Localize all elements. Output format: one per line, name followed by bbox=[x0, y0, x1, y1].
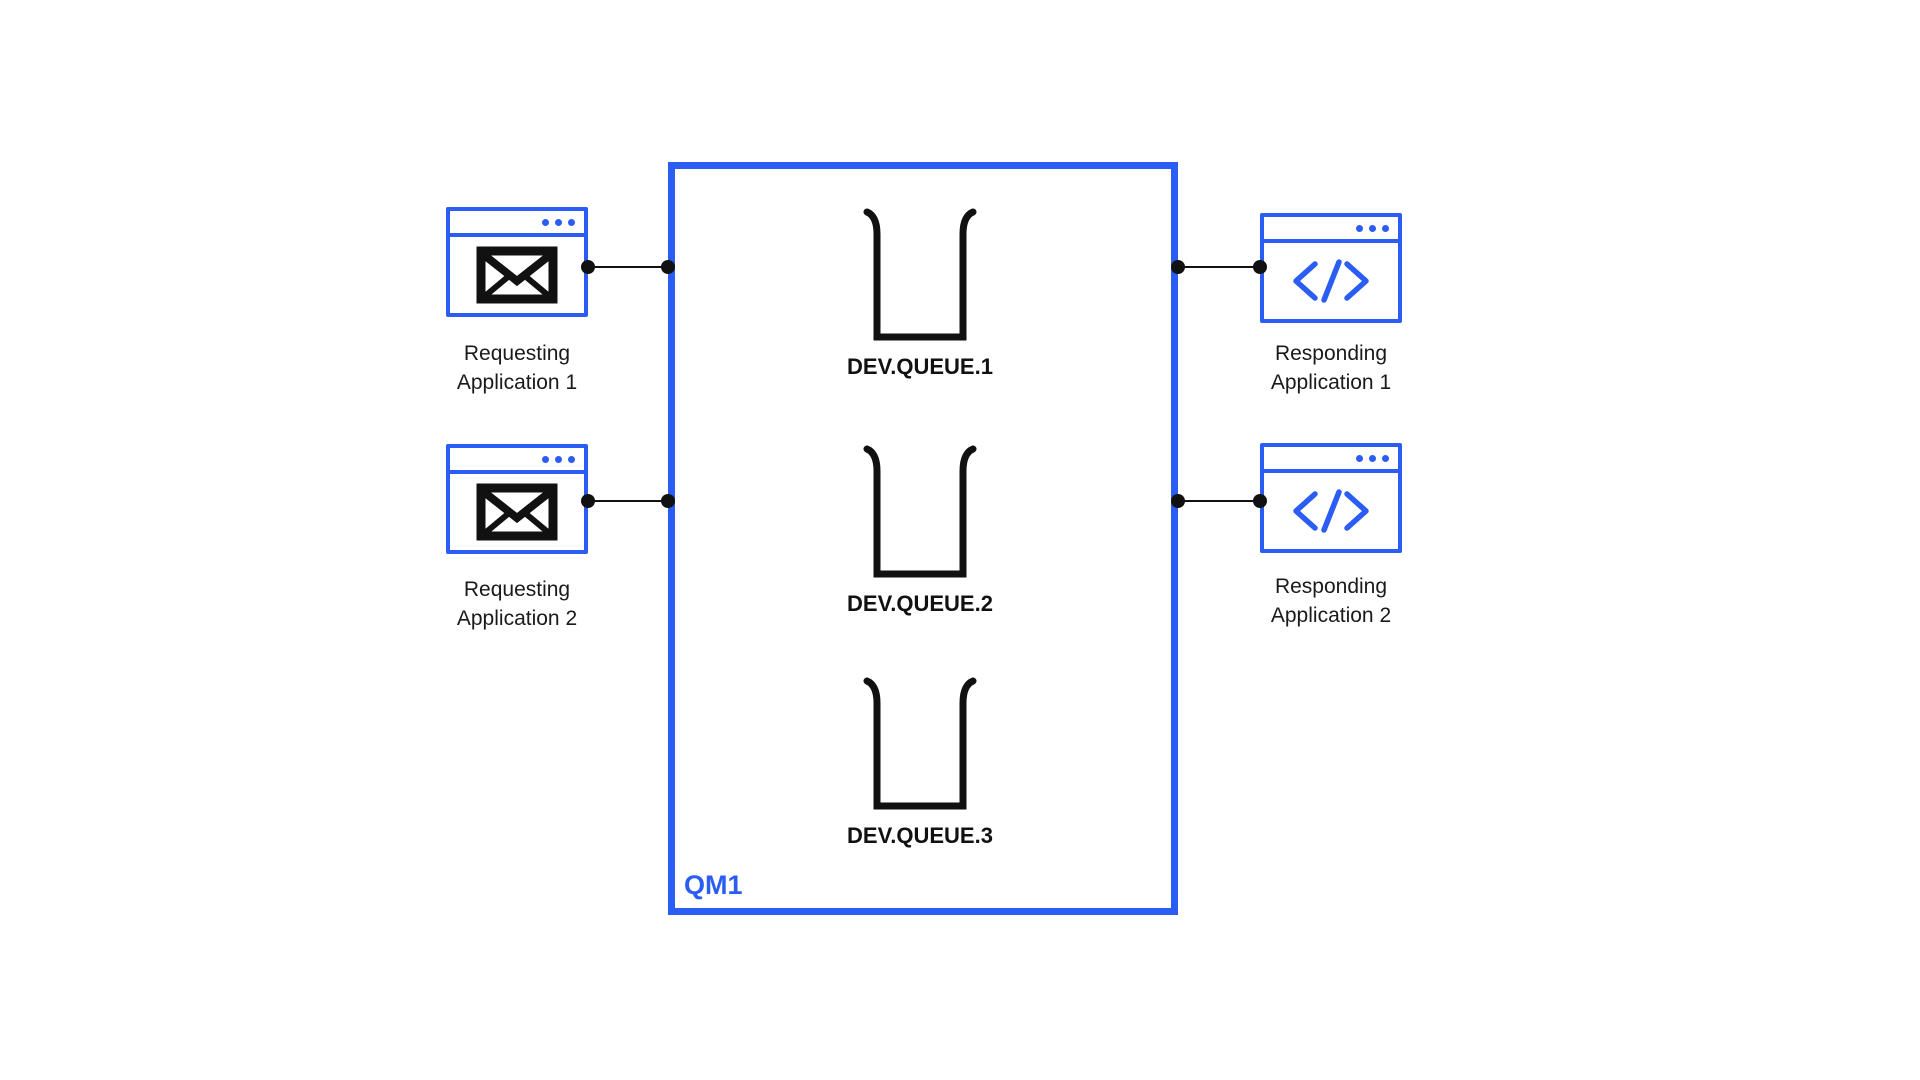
responding-app-1-label: Responding Application 1 bbox=[1211, 339, 1451, 397]
queue-label: DEV.QUEUE.1 bbox=[847, 354, 993, 379]
connection-endpoint-dot bbox=[661, 260, 675, 274]
label-line: Application 2 bbox=[456, 607, 578, 630]
connection-endpoint-dot bbox=[661, 494, 675, 508]
window-menu-dots-icon bbox=[1356, 454, 1363, 462]
label-line: Application 1 bbox=[456, 371, 578, 394]
envelope-icon bbox=[476, 483, 558, 541]
window-menu-dots-icon bbox=[568, 455, 575, 463]
window-titlebar bbox=[1264, 447, 1398, 473]
connector-qm-to-resp2 bbox=[1171, 494, 1267, 508]
queue-label: DEV.QUEUE.3 bbox=[847, 823, 993, 848]
label-line: Requesting bbox=[463, 578, 571, 601]
envelope-icon bbox=[476, 246, 558, 304]
label-line: Application 2 bbox=[1270, 604, 1392, 627]
queue-label: DEV.QUEUE.2 bbox=[847, 591, 993, 616]
label-line: Requesting bbox=[463, 342, 571, 365]
window-menu-dots-icon bbox=[1382, 454, 1389, 462]
window-menu-dots-icon bbox=[1369, 224, 1376, 232]
queue-manager-label: QM1 bbox=[684, 870, 743, 900]
responding-app-2-label: Responding Application 2 bbox=[1211, 572, 1451, 630]
queue-bucket-icon bbox=[863, 676, 977, 814]
window-titlebar bbox=[1264, 217, 1398, 243]
requesting-app-2-label: Requesting Application 2 bbox=[397, 575, 637, 633]
code-icon bbox=[1288, 257, 1374, 305]
window-menu-dots-icon bbox=[1356, 224, 1363, 232]
window-body bbox=[1264, 473, 1398, 549]
window-body bbox=[450, 474, 584, 550]
responding-app-2-window bbox=[1260, 443, 1402, 553]
label-line: Application 1 bbox=[1270, 371, 1392, 394]
connector-qm-to-resp1 bbox=[1171, 260, 1267, 274]
window-menu-dots-icon bbox=[555, 455, 562, 463]
window-menu-dots-icon bbox=[1369, 454, 1376, 462]
queue-bucket-icon bbox=[863, 444, 977, 582]
connector-req2-to-qm bbox=[581, 494, 675, 508]
connection-endpoint-dot bbox=[1171, 494, 1185, 508]
window-menu-dots-icon bbox=[1382, 224, 1389, 232]
queue-bucket-icon bbox=[863, 207, 977, 345]
code-icon bbox=[1288, 487, 1374, 535]
window-menu-dots-icon bbox=[568, 218, 575, 226]
connection-endpoint-dot bbox=[581, 494, 595, 508]
label-line: Responding bbox=[1274, 342, 1388, 365]
label-line: Responding bbox=[1274, 575, 1388, 598]
window-titlebar bbox=[450, 211, 584, 237]
connector-req1-to-qm bbox=[581, 260, 675, 274]
window-menu-dots-icon bbox=[542, 455, 549, 463]
responding-app-1-window bbox=[1260, 213, 1402, 323]
requesting-app-1-label: Requesting Application 1 bbox=[397, 339, 637, 397]
connection-endpoint-dot bbox=[581, 260, 595, 274]
connection-endpoint-dot bbox=[1253, 260, 1267, 274]
window-menu-dots-icon bbox=[555, 218, 562, 226]
requesting-app-1-window bbox=[446, 207, 588, 317]
requesting-app-2-window bbox=[446, 444, 588, 554]
connection-endpoint-dot bbox=[1253, 494, 1267, 508]
queue-manager-box bbox=[668, 162, 1178, 915]
connection-endpoint-dot bbox=[1171, 260, 1185, 274]
window-titlebar bbox=[450, 448, 584, 474]
window-body bbox=[1264, 243, 1398, 319]
window-body bbox=[450, 237, 584, 313]
window-menu-dots-icon bbox=[542, 218, 549, 226]
